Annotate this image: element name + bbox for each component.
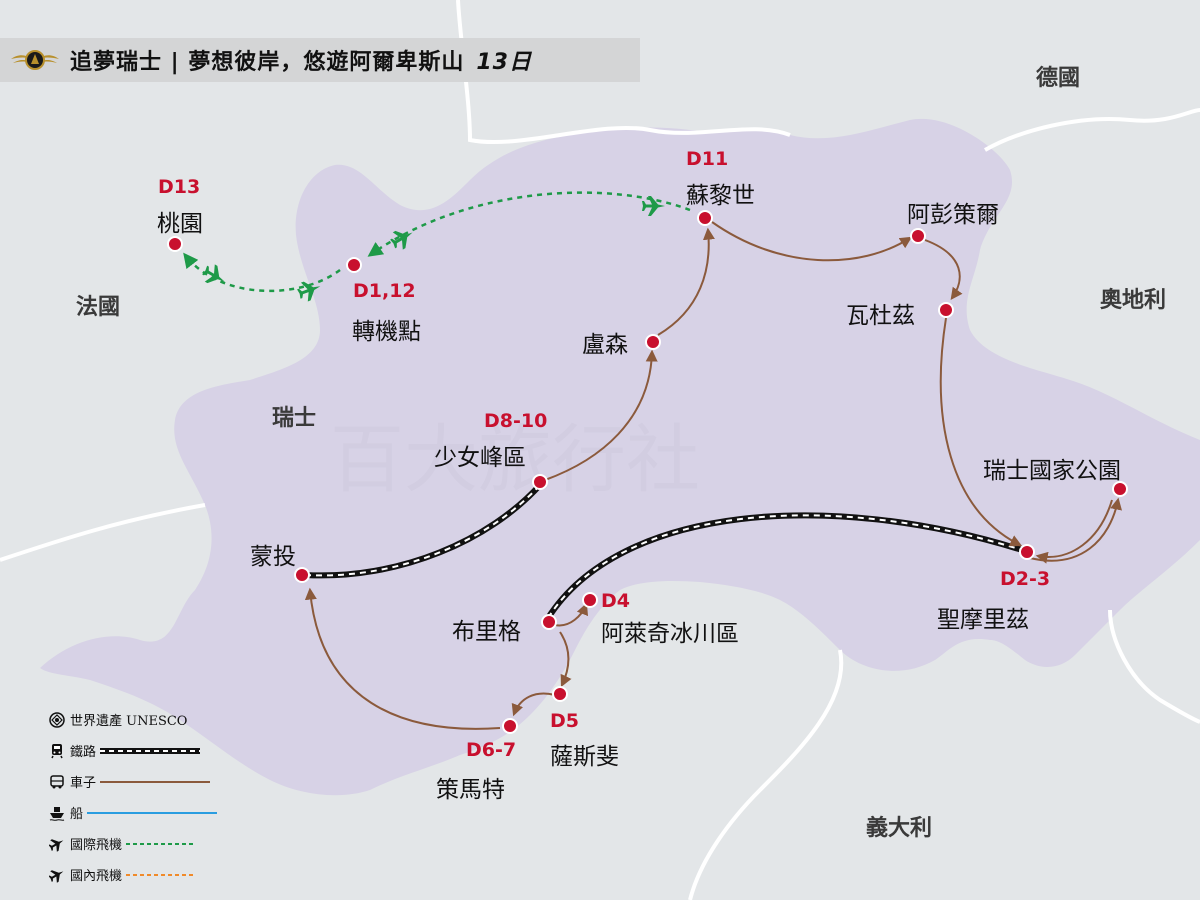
stop-day-aletsch: D4 [601,590,630,612]
watermark: 百大旅行社 [330,417,700,503]
car-zermatt-montreux [304,587,501,730]
stop-name-vaduz: 瓦杜茲 [846,303,915,329]
car-brig-aletsch [554,602,588,627]
car-brig-saasfee [559,631,572,688]
stop-name-taoyuan: 桃園 [157,211,203,237]
stop-marker-transfer[interactable] [346,257,362,273]
page-title: 追夢瑞士 | 夢想彼岸，悠遊阿爾卑斯山 [70,50,465,75]
flight-transfer-taoyuan [183,252,341,293]
stop-name-aletsch: 阿萊奇冰川區 [601,621,739,647]
stop-day-jungfrau: D8-10 [484,410,548,432]
stop-marker-lucerne[interactable] [645,334,661,350]
car-appenzell-vaduz [924,239,963,300]
stop-marker-jungfrau[interactable] [532,474,548,490]
stop-name-appenzell: 阿彭策爾 [907,202,999,228]
stop-day-taoyuan: D13 [158,176,201,198]
border-south [688,649,844,900]
car-saasfee-zermatt [511,692,556,717]
stop-name-jungfrau: 少女峰區 [434,445,526,471]
stop-name-saas-fee: 薩斯斐 [550,744,619,770]
country-label-italy: 義大利 [866,815,933,841]
stop-name-transfer: 轉機點 [352,319,421,345]
rail-brig-stmoritz-dash [547,514,1023,619]
country-label-germany: 德國 [1036,65,1081,91]
stop-name-montreux: 蒙投 [250,544,296,570]
car-jungfrau-lucerne [544,349,658,481]
country-label-france: 法國 [76,294,121,320]
stop-marker-zurich[interactable] [697,210,713,226]
plane-icon [48,835,66,853]
stop-marker-national-park[interactable] [1112,481,1128,497]
title-bar: 追夢瑞士 | 夢想彼岸，悠遊阿爾卑斯山 13日 [0,38,640,82]
country-label-austria: 奧地利 [1100,287,1167,313]
stop-name-national-park: 瑞士國家公園 [983,458,1121,484]
stop-marker-zermatt[interactable] [502,718,518,734]
bus-icon [48,773,66,791]
legend-item-car: 車子 [48,766,217,797]
stop-marker-vaduz[interactable] [938,302,954,318]
stop-name-lucerne: 盧森 [582,332,628,358]
stop-name-zurich: 蘇黎世 [686,183,755,209]
stop-marker-brig[interactable] [541,614,557,630]
stop-marker-appenzell[interactable] [910,228,926,244]
agency-logo [0,38,70,82]
unesco-icon [48,711,66,729]
legend-item-unesco: 世界遺產 UNESCO [48,704,217,735]
ship-icon [48,804,66,822]
stop-day-zurich: D11 [686,148,729,170]
legend-item-rail: 鐵路 [48,735,217,766]
map-legend: 世界遺產 UNESCO 鐵路 車子 船 國際飛機 國內飛機 [48,704,218,890]
country-label-switzerland: 瑞士 [272,405,317,431]
stop-marker-montreux[interactable] [294,567,310,583]
stop-marker-st-moritz[interactable] [1019,544,1035,560]
stop-name-zermatt: 策馬特 [436,777,505,803]
border-austria [984,108,1200,152]
legend-item-boat: 船 [48,797,218,828]
car-zurich-appenzell [711,221,913,262]
rail-montreux-jungfrau-dash [304,484,541,577]
stop-marker-taoyuan[interactable] [167,236,183,252]
stop-name-brig: 布里格 [452,619,521,645]
border-east [1108,609,1200,724]
stop-name-st-moritz: 聖摩里茲 [937,607,1029,633]
legend-item-international-flight: 國際飛機 [48,828,217,859]
flight-zurich-transfer [367,191,691,257]
stop-marker-saas-fee[interactable] [552,686,568,702]
stop-marker-aletsch[interactable] [582,592,598,608]
car-lucerne-zurich [657,227,715,336]
stop-day-transfer: D1,12 [353,280,416,302]
car-vaduz-stmoritz [939,317,1023,547]
stop-day-saas-fee: D5 [550,710,579,732]
plane-icon [48,866,66,884]
train-icon [48,742,66,760]
switzerland-region [40,118,1200,796]
legend-item-domestic-flight: 國內飛機 [48,859,217,890]
plane-icon [199,261,230,291]
stop-day-st-moritz: D2-3 [1000,568,1051,590]
car-nationalpark-stmoritz [1035,499,1113,564]
trip-duration: 13日 [476,50,532,75]
stop-day-zermatt: D6-7 [466,739,517,761]
border-west [0,503,206,562]
